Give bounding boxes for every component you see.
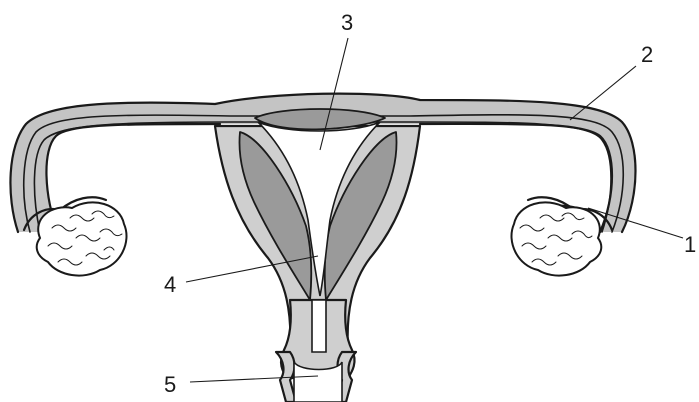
left-ovary [37, 202, 127, 275]
label-2: 2 [641, 42, 653, 67]
label-3: 3 [341, 10, 353, 35]
label-1: 1 [684, 232, 696, 257]
cervix-vagina [276, 300, 356, 402]
right-ovary [511, 202, 601, 275]
leader-1 [588, 208, 683, 238]
label-5: 5 [164, 372, 176, 397]
label-4: 4 [164, 272, 176, 297]
